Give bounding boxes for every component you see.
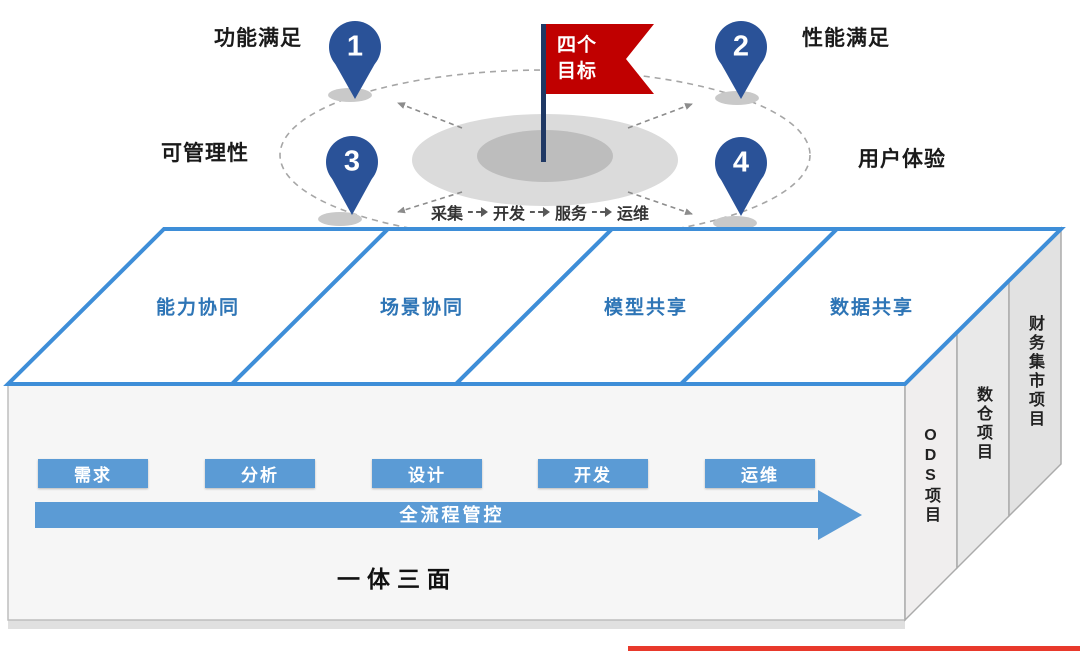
goal-flag-icon <box>546 24 654 94</box>
pin-icon-2 <box>715 21 767 99</box>
cell-label-3: 模型共享 <box>603 297 689 319</box>
process-arrow-label: 全流程管控 <box>399 505 505 525</box>
caption: 一体三面 <box>337 566 457 592</box>
cell-label-4: 数据共享 <box>829 297 915 319</box>
dashed-arrow-icon-2 <box>627 103 693 129</box>
dashed-arrow-icon-4 <box>627 191 693 216</box>
stage-button-4: 开发 <box>538 459 648 488</box>
pin-number-2: 2 <box>732 30 750 63</box>
flow-step: 运维 <box>617 206 650 223</box>
bottom-red-strip <box>628 646 1080 651</box>
pin-number-4: 4 <box>732 146 750 179</box>
flow-arrow-icon <box>530 206 550 218</box>
goal-label-1: 功能满足 <box>214 27 302 50</box>
goal-label-4: 用户体验 <box>858 148 946 171</box>
pin-number-3: 3 <box>343 145 361 178</box>
flow-step: 服务 <box>555 206 588 223</box>
pin-shadow-1 <box>328 88 372 102</box>
flow-step: 开发 <box>492 206 525 223</box>
goal-label-3: 可管理性 <box>161 142 249 165</box>
project-label-3: 财务集市项目 <box>1026 315 1043 429</box>
process-arrow-icon <box>35 490 862 540</box>
flow-arrow-icon <box>467 206 488 218</box>
pin-icon-4 <box>715 137 767 216</box>
orbit-ellipse <box>279 69 811 241</box>
pin-shadow-2 <box>715 91 759 105</box>
flag-label: 四个目标 <box>557 35 598 82</box>
stage-button-2: 分析 <box>205 459 315 488</box>
pin-shadow-3 <box>318 212 362 226</box>
flow-step: 采集 <box>430 206 463 223</box>
pin-shadow-4 <box>713 216 757 230</box>
pin-icon-1 <box>329 21 381 99</box>
pin-number-1: 1 <box>346 30 364 63</box>
cell-label-2: 场景协同 <box>379 297 465 319</box>
flow-arrow-icon <box>592 206 613 218</box>
goal-label-2: 性能满足 <box>802 27 890 50</box>
stage-button-1: 需求 <box>38 459 148 488</box>
dashed-arrow-icon-3 <box>397 191 463 214</box>
stage-button-3: 设计 <box>372 459 482 488</box>
pin-icon-3 <box>326 136 378 215</box>
box-bottom-shadow <box>8 620 905 629</box>
dashed-arrow-icon-1 <box>397 102 463 129</box>
project-label-1: ODS项目 <box>922 427 939 525</box>
stage-button-5: 运维 <box>705 459 815 488</box>
process-flow: 采集 开发 服务 运维 <box>429 200 651 224</box>
top-surface-cell-4 <box>676 227 1066 386</box>
cell-label-1: 能力协同 <box>155 297 241 319</box>
flag-pole <box>541 24 546 162</box>
project-label-2: 数仓项目 <box>974 386 991 462</box>
